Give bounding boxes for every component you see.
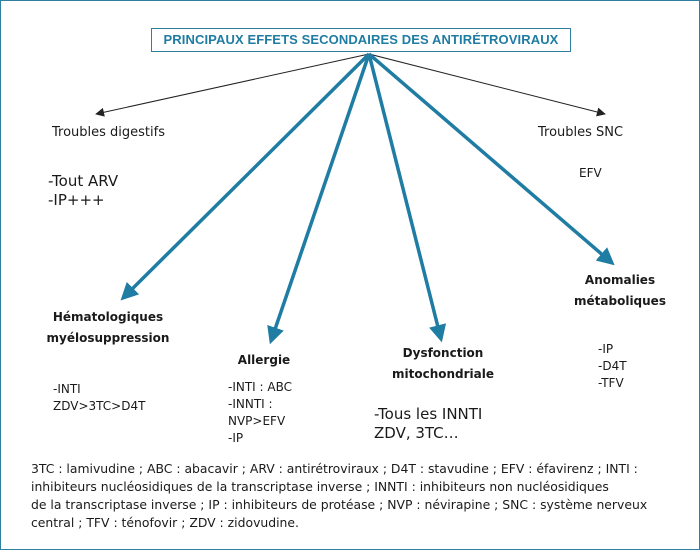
node-allergie-label: Allergie xyxy=(237,353,291,367)
legend-line: de la transcriptase inverse ; IP : inhib… xyxy=(31,497,648,512)
node-digestifs-label: Troubles digestifs xyxy=(52,125,165,140)
node-metabolique-item: -IP xyxy=(598,342,614,356)
arrow-to-metabolique xyxy=(367,52,615,266)
node-snc-item: EFV xyxy=(579,166,602,180)
node-metabolique-label-line: Anomalies xyxy=(584,273,656,287)
node-dysfonction-label: Dysfonction mitochondriale xyxy=(384,343,502,385)
node-hemato-label: Hématologiques myélosuppression xyxy=(43,307,173,349)
node-hemato-item: ZDV>3TC>D4T xyxy=(53,399,146,413)
node-metabolique-items: -IP -D4T -TFV xyxy=(598,341,627,392)
arrow-to-hemato xyxy=(120,52,371,301)
diagram-title: PRINCIPAUX EFFETS SECONDAIRES DES ANTIRÉ… xyxy=(151,28,571,52)
node-dysfonction-label-line: Dysfonction xyxy=(402,346,484,360)
node-allergie-item: -INNTI : xyxy=(228,397,273,411)
node-dysfonction-item: ZDV, 3TC… xyxy=(374,424,459,442)
node-metabolique-label-line: métaboliques xyxy=(574,294,666,308)
node-metabolique-item: -D4T xyxy=(598,359,627,373)
abbreviation-legend: 3TC : lamivudine ; ABC : abacavir ; ARV … xyxy=(31,460,681,532)
node-hemato-items: -INTI ZDV>3TC>D4T xyxy=(53,381,145,415)
node-dysfonction-items: -Tous les INNTI ZDV, 3TC… xyxy=(374,405,482,443)
node-hemato-label-line: myélosuppression xyxy=(46,331,170,345)
node-digestifs-item: -IP+++ xyxy=(48,191,105,209)
legend-line: central ; TFV : ténofovir ; ZDV : zidovu… xyxy=(31,515,299,530)
node-dysfonction-label-line: mitochondriale xyxy=(391,367,494,381)
node-digestifs-items: -Tout ARV -IP+++ xyxy=(48,172,118,210)
node-hemato-label-line: Hématologiques xyxy=(52,310,164,324)
arrow-to-snc xyxy=(368,53,606,117)
arrow-to-digestifs xyxy=(95,53,370,117)
node-allergie-item: -INTI : ABC xyxy=(228,380,292,394)
node-allergie-item: NVP>EFV xyxy=(228,414,286,428)
node-metabolique-item: -TFV xyxy=(598,376,624,390)
legend-line: 3TC : lamivudine ; ABC : abacavir ; ARV … xyxy=(31,461,638,476)
node-allergie-items: -INTI : ABC -INNTI : NVP>EFV -IP xyxy=(228,379,292,447)
arrow-to-allergie xyxy=(267,53,371,345)
node-digestifs-item: -Tout ARV xyxy=(48,172,119,190)
node-allergie-item: -IP xyxy=(228,431,244,445)
node-metabolique-label: Anomalies métaboliques xyxy=(566,270,674,312)
node-snc-label: Troubles SNC xyxy=(538,125,624,140)
node-hemato-item: -INTI xyxy=(53,382,81,396)
arrow-to-dysfonction xyxy=(367,53,447,343)
node-dysfonction-item: -Tous les INNTI xyxy=(374,405,483,423)
legend-line: inhibiteurs nucléosidiques de la transcr… xyxy=(31,479,609,494)
